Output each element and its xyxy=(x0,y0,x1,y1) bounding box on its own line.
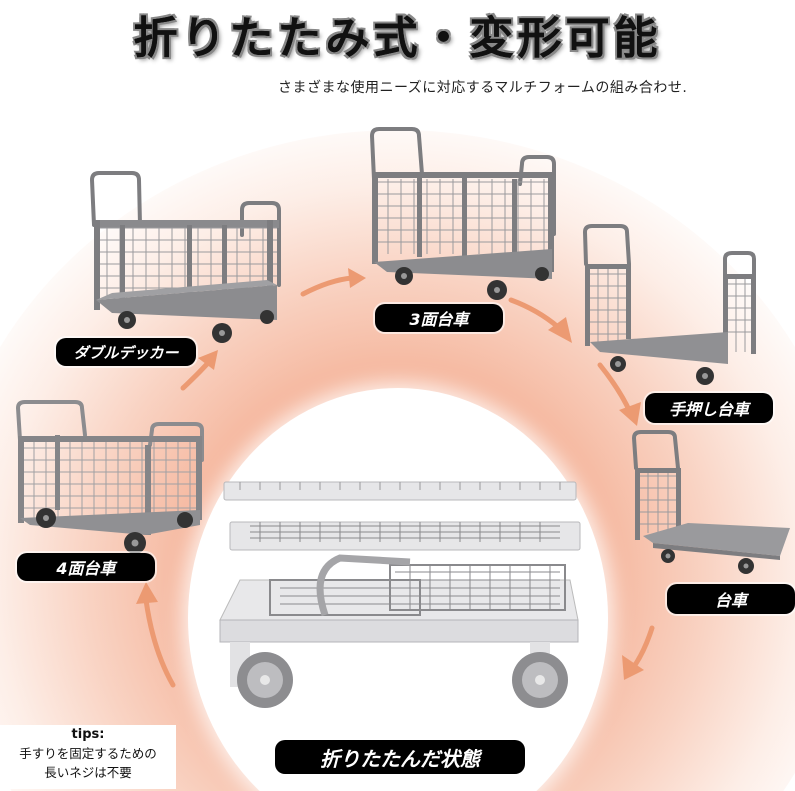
folded-cart-image xyxy=(219,481,581,708)
arrow-icon-to-folded xyxy=(622,625,655,680)
page-subtitle: さまざまな使用ニーズに対応するマルチフォームの組み合わせ. xyxy=(278,80,688,96)
tips-line-2: 長いネジは不要 xyxy=(44,765,132,780)
arrow-icon-to-four-sided xyxy=(136,582,176,688)
label-three-sided: 3面台車 xyxy=(375,304,503,332)
hand-push-cart-image xyxy=(582,224,756,385)
label-hand-push: 手押し台車 xyxy=(645,393,773,423)
label-folded-state: 折りたたんだ状態 xyxy=(275,740,525,774)
arrow-icon-to-three-sided xyxy=(300,268,366,297)
three-sided-cart-image xyxy=(369,127,556,300)
four-sided-cart-image xyxy=(15,400,204,554)
tips-heading: tips: xyxy=(71,727,105,742)
label-flat: 台車 xyxy=(667,584,795,614)
arrow-icon-to-hand-push xyxy=(508,297,572,343)
tips-line-1: 手すりを固定するための xyxy=(19,746,157,761)
arrow-icon-to-double-decker xyxy=(180,350,218,391)
label-four-sided: 4面台車 xyxy=(17,553,155,581)
arrow-icon-to-flat xyxy=(597,362,641,426)
flat-cart-image xyxy=(631,430,790,574)
tips-note: tips: 手すりを固定するための 長いネジは不要 xyxy=(0,725,176,789)
label-double-decker: ダブルデッカー xyxy=(56,338,196,366)
page-title: 折りたたみ式・変形可能 xyxy=(133,13,662,64)
double-decker-cart-image xyxy=(89,171,281,343)
